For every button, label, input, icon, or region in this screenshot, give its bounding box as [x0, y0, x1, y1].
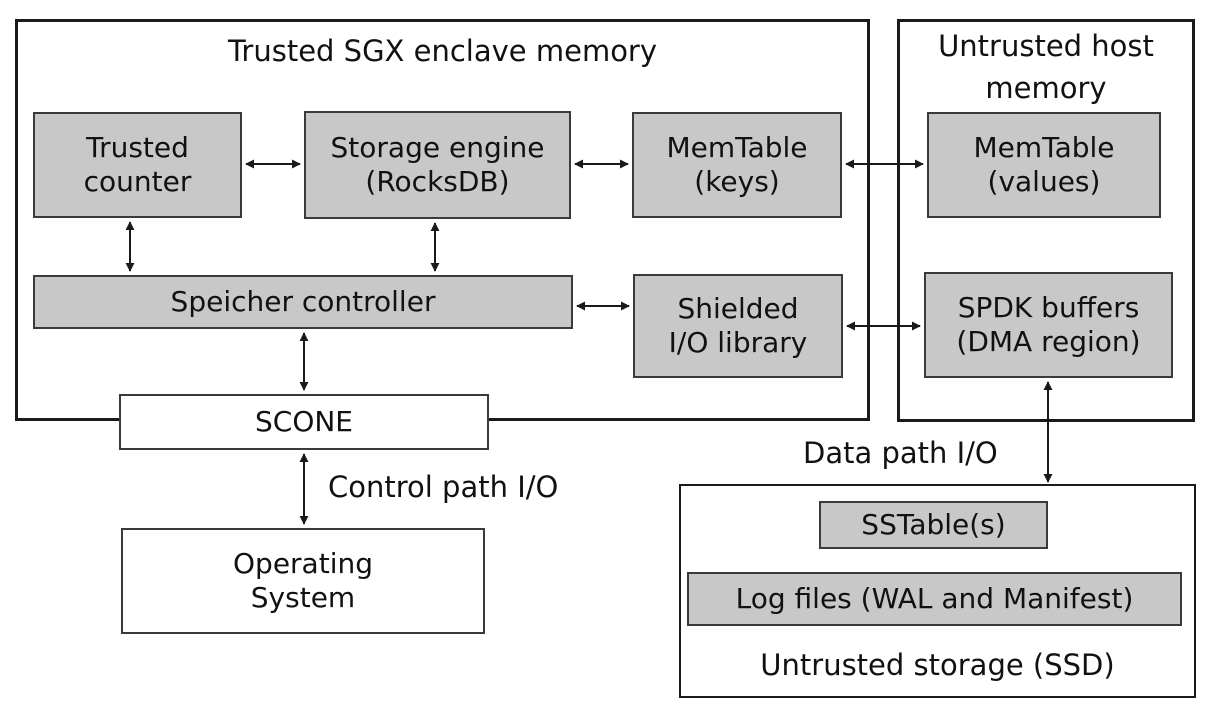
speicher-controller-box: Speicher controller: [33, 275, 573, 329]
operating-system-box: Operating System: [121, 528, 485, 634]
spdk-buffers-line2: (DMA region): [956, 325, 1141, 358]
shielded-io-line2: I/O library: [668, 326, 808, 359]
shielded-io-library-box: Shielded I/O library: [633, 274, 843, 378]
control-path-label: Control path I/O: [328, 470, 559, 504]
memtable-keys-box: MemTable (keys): [632, 112, 842, 218]
operating-system-line2: System: [250, 581, 356, 614]
trusted-enclave-title: Trusted SGX enclave memory: [227, 34, 658, 68]
spdk-buffers-box: SPDK buffers (DMA region): [924, 272, 1173, 378]
scone-box: SCONE: [119, 394, 489, 450]
storage-engine-line1: Storage engine: [330, 130, 545, 164]
log-files-box: Log files (WAL and Manifest): [687, 572, 1182, 626]
untrusted-host-title-line1: Untrusted host: [938, 29, 1154, 63]
trusted-counter-line2: counter: [83, 165, 192, 198]
storage-engine-box: Storage engine (RocksDB): [304, 111, 571, 219]
untrusted-host-title-line2: memory: [985, 71, 1107, 106]
memtable-values-line1: MemTable: [973, 130, 1115, 164]
storage-engine-line2: (RocksDB): [365, 165, 510, 198]
memtable-keys-line2: (keys): [694, 165, 780, 198]
data-path-label: Data path I/O: [803, 436, 998, 470]
sstables-box: SSTable(s): [819, 501, 1048, 549]
untrusted-storage-title: Untrusted storage (SSD): [760, 648, 1115, 682]
memtable-values-line2: (values): [987, 165, 1101, 198]
trusted-counter-line1: Trusted: [86, 130, 189, 164]
operating-system-line1: Operating: [233, 546, 373, 580]
spdk-buffers-line1: SPDK buffers: [957, 290, 1140, 324]
memtable-keys-line1: MemTable: [666, 130, 808, 164]
memtable-values-box: MemTable (values): [927, 112, 1161, 218]
untrusted-storage-region: [679, 484, 1196, 698]
shielded-io-line1: Shielded: [677, 291, 799, 325]
untrusted-host-title: Untrusted host memory: [897, 25, 1195, 109]
trusted-counter-box: Trusted counter: [33, 112, 242, 218]
